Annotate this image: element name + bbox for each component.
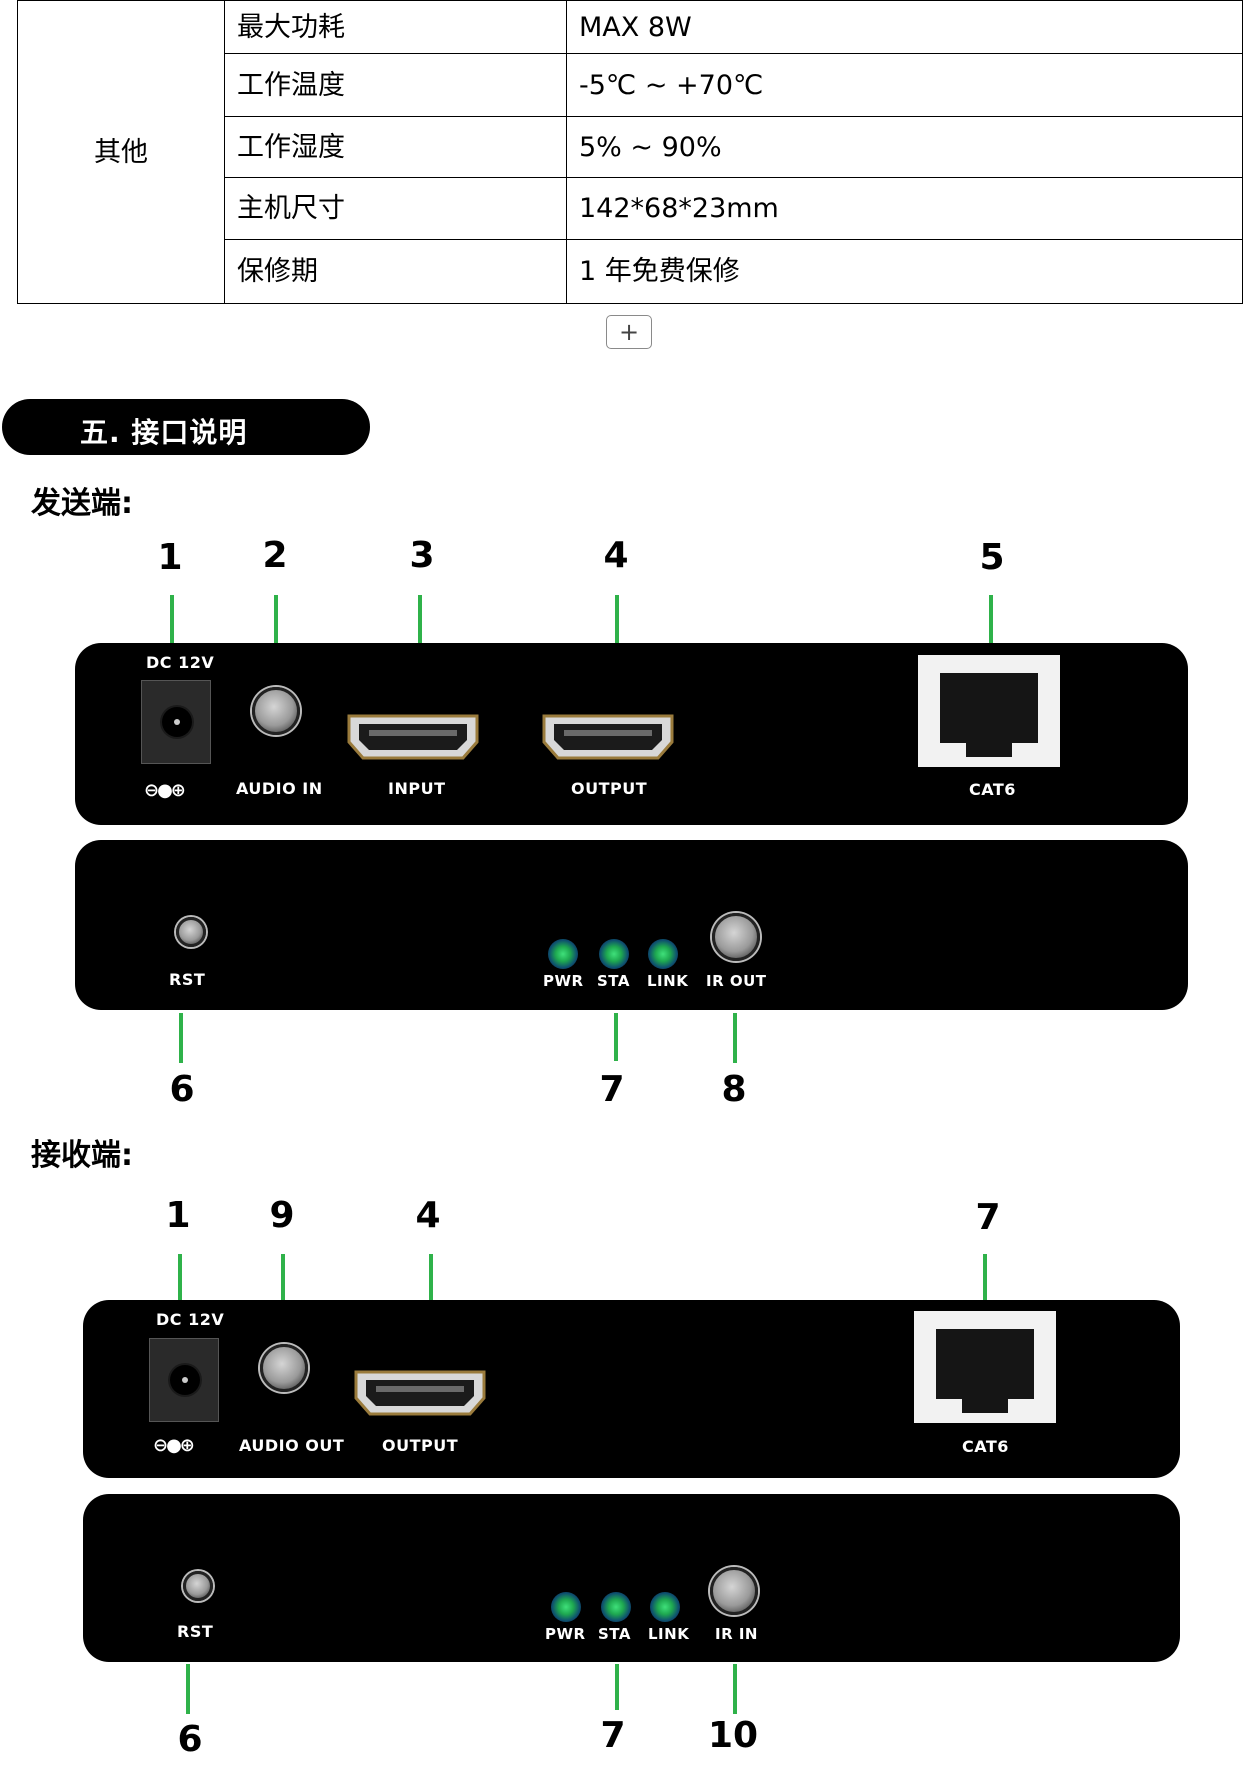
- callout-number: 10: [707, 1715, 759, 1756]
- table-row: 主机尺寸 142*68*23mm: [18, 177, 1243, 240]
- table-row: 工作温度 -5℃ ~ +70℃: [18, 53, 1243, 117]
- hdmi-input-port: [345, 712, 481, 762]
- callout-number: 6: [169, 1069, 195, 1110]
- spec-label: 工作湿度: [224, 116, 567, 178]
- section-title: 五. 接口说明: [80, 416, 248, 449]
- callout-line: [989, 595, 993, 650]
- callout-line: [170, 595, 174, 643]
- callout-number: 4: [415, 1195, 441, 1236]
- audio-label: AUDIO IN: [236, 779, 323, 798]
- polarity-icon: ⊖●⊕: [153, 1435, 195, 1456]
- callout-line: [178, 1254, 182, 1302]
- callout-line: [983, 1254, 987, 1304]
- callout-number: 8: [721, 1069, 747, 1110]
- ir-in-jack: [710, 1567, 758, 1615]
- add-row-button[interactable]: +: [606, 315, 652, 349]
- ir-out-jack: [712, 913, 760, 961]
- spec-value: 142*68*23mm: [566, 177, 1243, 240]
- callout-number: 9: [269, 1195, 295, 1236]
- callout-number: 7: [600, 1715, 626, 1756]
- callout-number: 2: [262, 535, 288, 576]
- sender-title: 发送端:: [31, 486, 133, 521]
- callout-line: [281, 1254, 285, 1302]
- callout-number: 5: [979, 537, 1005, 578]
- callout-line: [179, 1013, 183, 1063]
- sta-led: [601, 1592, 631, 1622]
- audio-jack: [260, 1344, 308, 1392]
- spec-label: 主机尺寸: [224, 177, 567, 240]
- spec-value: 1 年免费保修: [566, 239, 1243, 304]
- callout-line: [733, 1013, 737, 1063]
- link-label: LINK: [648, 1625, 690, 1643]
- callout-number: 7: [975, 1197, 1001, 1238]
- callout-line: [614, 1013, 618, 1061]
- output-label: OUTPUT: [382, 1436, 459, 1455]
- cat6-label: CAT6: [962, 1437, 1009, 1456]
- callout-number: 1: [157, 537, 183, 578]
- cat6-label: CAT6: [969, 780, 1016, 799]
- ir-label: IR IN: [715, 1625, 758, 1643]
- dc-label: DC 12V: [156, 1310, 225, 1329]
- input-label: INPUT: [388, 779, 446, 798]
- hdmi-output-port: [352, 1368, 488, 1418]
- reset-button-hole: [176, 917, 206, 947]
- pwr-led: [551, 1592, 581, 1622]
- group-cell: 其他: [17, 0, 225, 304]
- audio-jack: [252, 687, 300, 735]
- sta-label: STA: [597, 972, 630, 990]
- callout-line: [186, 1664, 190, 1714]
- pwr-label: PWR: [545, 1625, 586, 1643]
- dc-power-jack: [141, 680, 211, 764]
- callout-number: 7: [599, 1069, 625, 1110]
- spec-table: 其他 最大功耗 MAX 8W 工作温度 -5℃ ~ +70℃ 工作湿度 5% ~…: [17, 0, 1243, 304]
- rj45-port: [918, 655, 1060, 767]
- link-led: [650, 1592, 680, 1622]
- rst-label: RST: [169, 970, 206, 989]
- dc-label: DC 12V: [146, 653, 215, 672]
- callout-number: 6: [177, 1719, 203, 1760]
- rj45-port: [914, 1311, 1056, 1423]
- spec-value: 5% ~ 90%: [566, 116, 1243, 178]
- sta-led: [599, 939, 629, 969]
- spec-value: -5℃ ~ +70℃: [566, 53, 1243, 117]
- spec-label: 最大功耗: [224, 0, 567, 54]
- callout-line: [429, 1254, 433, 1302]
- output-label: OUTPUT: [571, 779, 648, 798]
- pwr-led: [548, 939, 578, 969]
- reset-button-hole: [183, 1571, 213, 1601]
- callout-line: [615, 595, 619, 643]
- link-label: LINK: [647, 972, 689, 990]
- rst-label: RST: [177, 1622, 214, 1641]
- hdmi-output-port: [540, 712, 676, 762]
- spec-label: 工作温度: [224, 53, 567, 117]
- spec-value: MAX 8W: [566, 0, 1243, 54]
- receiver-back-panel: [83, 1494, 1180, 1662]
- sender-back-panel: [75, 840, 1188, 1010]
- polarity-icon: ⊖●⊕: [144, 780, 186, 801]
- pwr-label: PWR: [543, 972, 584, 990]
- spec-label: 保修期: [224, 239, 567, 304]
- link-led: [648, 939, 678, 969]
- table-row: 其他 最大功耗 MAX 8W: [17, 0, 1243, 304]
- callout-line: [733, 1664, 737, 1714]
- audio-label: AUDIO OUT: [239, 1436, 345, 1455]
- receiver-title: 接收端:: [31, 1138, 133, 1173]
- ir-label: IR OUT: [706, 972, 767, 990]
- callout-line: [615, 1664, 619, 1710]
- dc-power-jack: [149, 1338, 219, 1422]
- sta-label: STA: [598, 1625, 631, 1643]
- table-row: 保修期 1 年免费保修: [18, 239, 1243, 304]
- callout-line: [274, 595, 278, 643]
- callout-line: [418, 595, 422, 643]
- callout-number: 1: [165, 1195, 191, 1236]
- callout-number: 4: [603, 535, 629, 576]
- callout-number: 3: [409, 535, 435, 576]
- section-heading: 五. 接口说明: [2, 399, 370, 455]
